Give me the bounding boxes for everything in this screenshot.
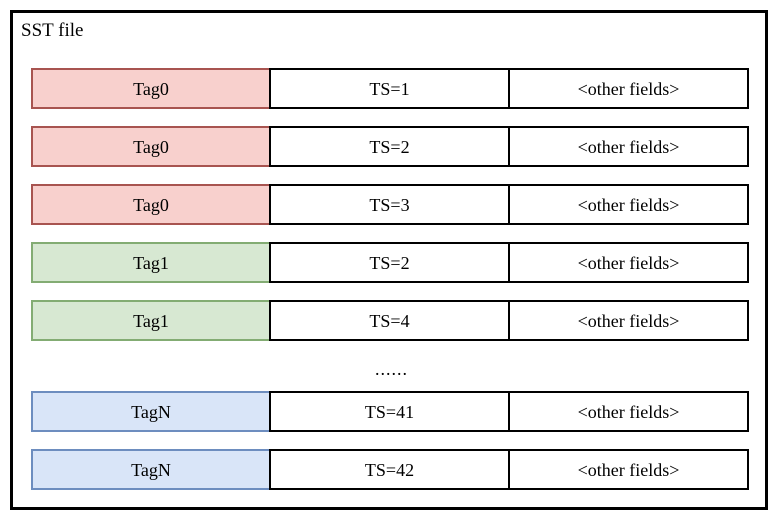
cell-other: <other fields> bbox=[508, 242, 749, 283]
cell-timestamp: TS=4 bbox=[269, 300, 510, 341]
cell-tag: Tag0 bbox=[31, 68, 271, 109]
record-list: Tag0 TS=1 <other fields> Tag0 TS=2 <othe… bbox=[31, 68, 753, 507]
cell-other: <other fields> bbox=[508, 68, 749, 109]
table-row: Tag1 TS=2 <other fields> bbox=[31, 242, 751, 283]
row-separator: ...... bbox=[31, 358, 751, 380]
cell-tag: Tag1 bbox=[31, 300, 271, 341]
cell-other: <other fields> bbox=[508, 300, 749, 341]
cell-tag: TagN bbox=[31, 391, 271, 432]
cell-timestamp: TS=41 bbox=[269, 391, 510, 432]
cell-timestamp: TS=42 bbox=[269, 449, 510, 490]
cell-other: <other fields> bbox=[508, 391, 749, 432]
table-row: TagN TS=42 <other fields> bbox=[31, 449, 751, 490]
cell-other: <other fields> bbox=[508, 449, 749, 490]
table-row: Tag0 TS=2 <other fields> bbox=[31, 126, 751, 167]
sst-file-container: SST file Tag0 TS=1 <other fields> Tag0 T… bbox=[10, 10, 768, 510]
cell-timestamp: TS=3 bbox=[269, 184, 510, 225]
table-row: Tag0 TS=1 <other fields> bbox=[31, 68, 751, 109]
ellipsis-label: ...... bbox=[375, 359, 408, 379]
cell-timestamp: TS=2 bbox=[269, 242, 510, 283]
sst-file-title: SST file bbox=[21, 20, 84, 41]
table-row: Tag0 TS=3 <other fields> bbox=[31, 184, 751, 225]
cell-tag: Tag0 bbox=[31, 126, 271, 167]
cell-timestamp: TS=1 bbox=[269, 68, 510, 109]
cell-timestamp: TS=2 bbox=[269, 126, 510, 167]
cell-other: <other fields> bbox=[508, 184, 749, 225]
cell-tag: TagN bbox=[31, 449, 271, 490]
cell-tag: Tag0 bbox=[31, 184, 271, 225]
table-row: TagN TS=41 <other fields> bbox=[31, 391, 751, 432]
cell-tag: Tag1 bbox=[31, 242, 271, 283]
cell-other: <other fields> bbox=[508, 126, 749, 167]
table-row: Tag1 TS=4 <other fields> bbox=[31, 300, 751, 341]
